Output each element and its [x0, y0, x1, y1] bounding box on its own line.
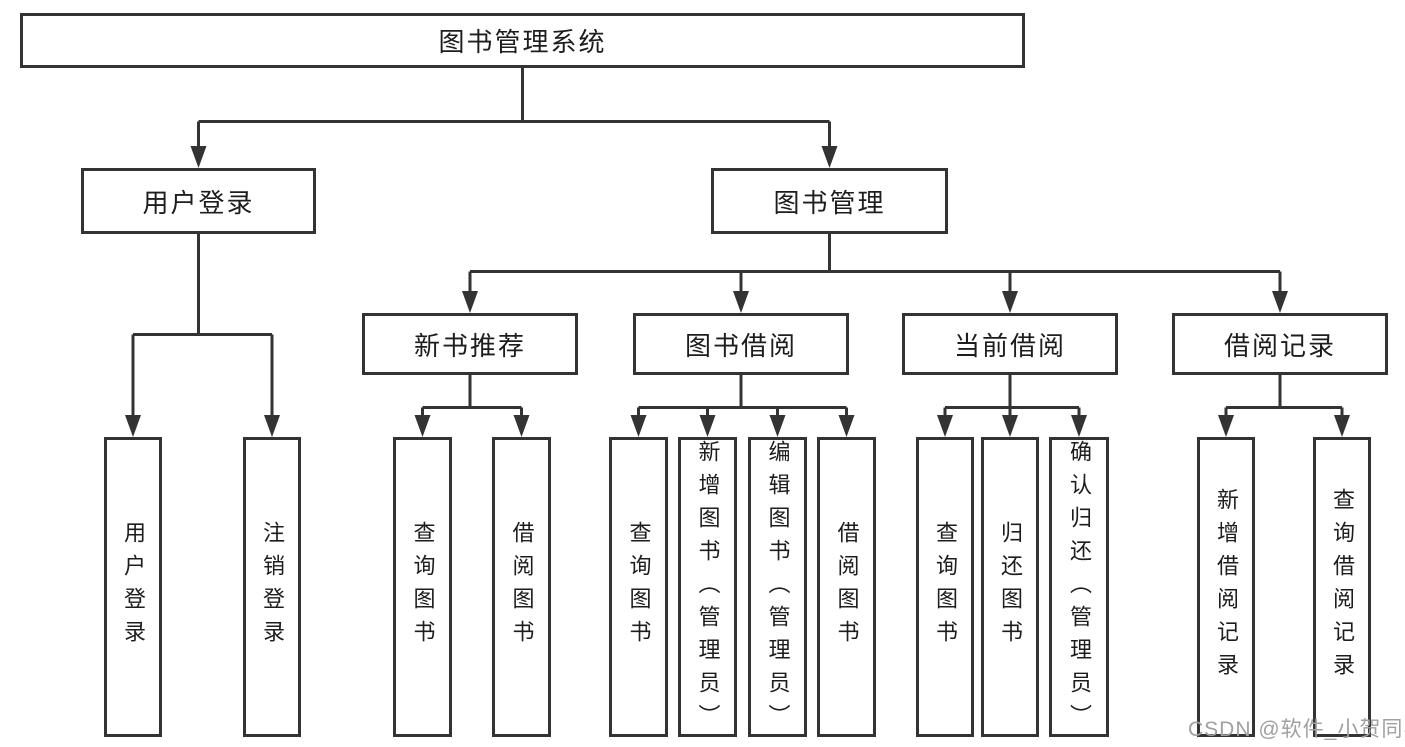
leaf-user-login-label: 用户登录 — [121, 521, 146, 653]
leaf-bb-query-books-label: 查询图书 — [626, 521, 652, 653]
connector-root-to-level2 — [190, 68, 838, 168]
arrowhead-icon — [630, 415, 647, 437]
arrowhead-icon — [513, 415, 530, 437]
node-book-management: 图书管理 — [711, 168, 948, 234]
node-current-borrowing: 当前借阅 — [902, 313, 1118, 375]
arrowhead-icon — [1071, 415, 1087, 437]
arrowhead-icon — [1334, 415, 1350, 437]
leaf-br-add-record-label: 新增借阅记录 — [1214, 488, 1239, 686]
leaf-bb-add-books-admin-label: 新增图书（管理员） — [695, 440, 721, 737]
arrowhead-icon — [264, 415, 280, 437]
leaf-cb-query-books-label: 查询图书 — [933, 521, 958, 653]
leaf-bb-edit-books-admin: 编辑图书（管理员） — [748, 437, 807, 737]
node-book-management-label: 图书管理 — [773, 187, 886, 218]
leaf-user-login: 用户登录 — [104, 437, 162, 737]
connector-book-borrow-to-leaves — [630, 375, 855, 437]
arrowhead-icon — [414, 415, 431, 437]
arrowhead-icon — [838, 415, 855, 437]
arrowhead-icon — [769, 415, 786, 437]
connector-user-login-to-leaves — [125, 234, 280, 437]
arrowhead-icon — [699, 415, 716, 437]
leaf-cb-confirm-return-admin: 确认归还（管理员） — [1049, 437, 1109, 737]
csdn-watermark: CSDN @软件_小贺同学 — [1188, 718, 1405, 741]
arrowhead-icon — [1002, 291, 1018, 313]
node-root: 图书管理系统 — [20, 13, 1025, 68]
arrowhead-icon — [462, 291, 478, 313]
connector-borrow-records-to-leaves — [1218, 375, 1350, 437]
leaf-logout: 注销登录 — [243, 437, 301, 737]
node-book-borrowing-label: 图书借阅 — [684, 330, 797, 361]
connector-new-book-rec-to-leaves — [414, 375, 530, 437]
leaf-bb-borrow-books: 借阅图书 — [817, 437, 876, 737]
node-new-book-recommendation-label: 新书推荐 — [413, 330, 526, 361]
leaf-br-query-record: 查询借阅记录 — [1313, 437, 1371, 737]
leaf-logout-label: 注销登录 — [260, 521, 285, 653]
arrowhead-icon — [733, 291, 749, 313]
leaf-cb-confirm-return-admin-label: 确认归还（管理员） — [1067, 440, 1092, 737]
arrowhead-icon — [190, 146, 207, 168]
leaf-bb-query-books: 查询图书 — [609, 437, 668, 737]
node-borrow-records-label: 借阅记录 — [1223, 330, 1336, 361]
connector-current-borrow-to-leaves — [937, 375, 1087, 437]
leaf-bb-edit-books-admin-label: 编辑图书（管理员） — [765, 440, 791, 737]
node-user-login-label: 用户登录 — [142, 187, 255, 218]
arrowhead-icon — [937, 415, 953, 437]
leaf-nbr-query-books-label: 查询图书 — [410, 521, 436, 653]
node-book-borrowing: 图书借阅 — [633, 313, 849, 375]
node-borrow-records: 借阅记录 — [1172, 313, 1388, 375]
leaf-cb-return-books-label: 归还图书 — [998, 521, 1023, 653]
leaf-nbr-query-books: 查询图书 — [393, 437, 452, 737]
leaf-cb-query-books: 查询图书 — [916, 437, 974, 737]
arrowhead-icon — [1002, 415, 1018, 437]
node-current-borrowing-label: 当前借阅 — [953, 330, 1066, 361]
node-user-login: 用户登录 — [81, 168, 316, 234]
leaf-nbr-borrow-books: 借阅图书 — [492, 437, 551, 737]
node-new-book-recommendation: 新书推荐 — [362, 313, 578, 375]
leaf-br-query-record-label: 查询借阅记录 — [1330, 488, 1355, 686]
arrowhead-icon — [125, 415, 141, 437]
leaf-bb-add-books-admin: 新增图书（管理员） — [678, 437, 737, 737]
arrowhead-icon — [1272, 291, 1288, 313]
leaf-bb-borrow-books-label: 借阅图书 — [834, 521, 860, 653]
leaf-nbr-borrow-books-label: 借阅图书 — [509, 521, 535, 653]
connector-book-management-to-level3 — [462, 234, 1288, 313]
leaf-br-add-record: 新增借阅记录 — [1197, 437, 1255, 737]
arrowhead-icon — [821, 146, 838, 168]
node-root-label: 图书管理系统 — [438, 27, 607, 57]
leaf-cb-return-books: 归还图书 — [981, 437, 1039, 737]
arrowhead-icon — [1218, 415, 1234, 437]
